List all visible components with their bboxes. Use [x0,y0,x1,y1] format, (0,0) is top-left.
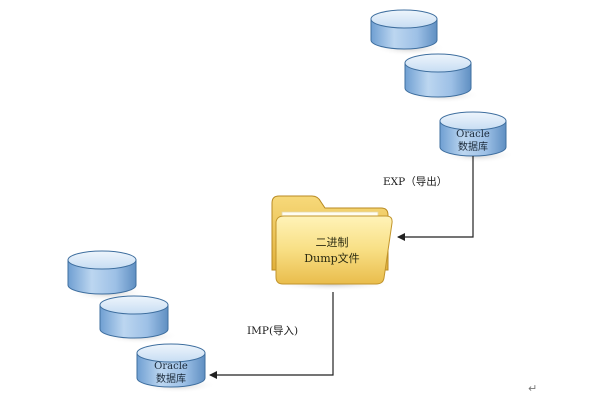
database-cylinder-icon [99,295,178,344]
target-oracle-database: Oracle 数据库 [136,343,216,393]
target-db-name-line1: Oracle [154,361,188,372]
source-db-name-line1: Oracle [456,129,490,140]
dump-file-label-line2: Dump文件 [304,251,359,265]
export-label: EXP（导出） [383,175,447,188]
dump-file-folder-icon: 二进制 Dump文件 [270,195,394,291]
target-db-name-line2: 数据库 [156,372,186,385]
database-cylinder-icon [67,250,146,301]
source-oracle-database: Oracle 数据库 [439,111,514,163]
import-arrow [209,292,334,379]
import-label: IMP(导入) [247,325,298,337]
paragraph-mark: ↵ [528,382,537,395]
target-database-stack: Oracle 数据库 [67,250,216,393]
source-db-name-line2: 数据库 [458,140,488,153]
source-database-stack: Oracle 数据库 [370,9,514,163]
dump-file-label-line1: 二进制 [316,236,349,249]
export-arrow [397,156,474,241]
database-cylinder-icon [370,9,446,56]
database-cylinder-icon [404,53,480,103]
